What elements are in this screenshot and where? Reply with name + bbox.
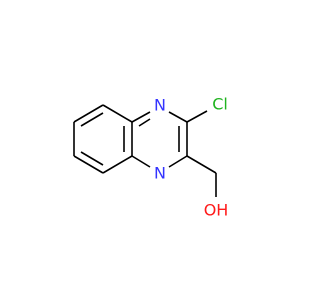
bond xyxy=(186,110,208,123)
chlorine-atom-label: Cl xyxy=(212,95,228,114)
nitrogen-atom-label: N xyxy=(154,96,166,115)
bond xyxy=(73,104,104,123)
nitrogen-atom-label: N xyxy=(154,164,166,183)
bond-inner xyxy=(80,112,104,127)
bond-inner xyxy=(80,151,104,166)
bond xyxy=(102,155,133,174)
bond xyxy=(73,155,104,174)
molecule-canvas: N N Cl OH xyxy=(73,94,229,220)
bond xyxy=(131,111,151,123)
bond-group xyxy=(73,104,217,197)
bond xyxy=(131,155,151,168)
bond xyxy=(168,155,188,168)
bond xyxy=(186,155,217,174)
bond-inner xyxy=(138,118,151,127)
bond xyxy=(102,104,133,123)
bond xyxy=(168,111,188,123)
structure-diagram: N N Cl OH xyxy=(73,95,229,220)
hydroxyl-group-label: OH xyxy=(204,201,229,220)
